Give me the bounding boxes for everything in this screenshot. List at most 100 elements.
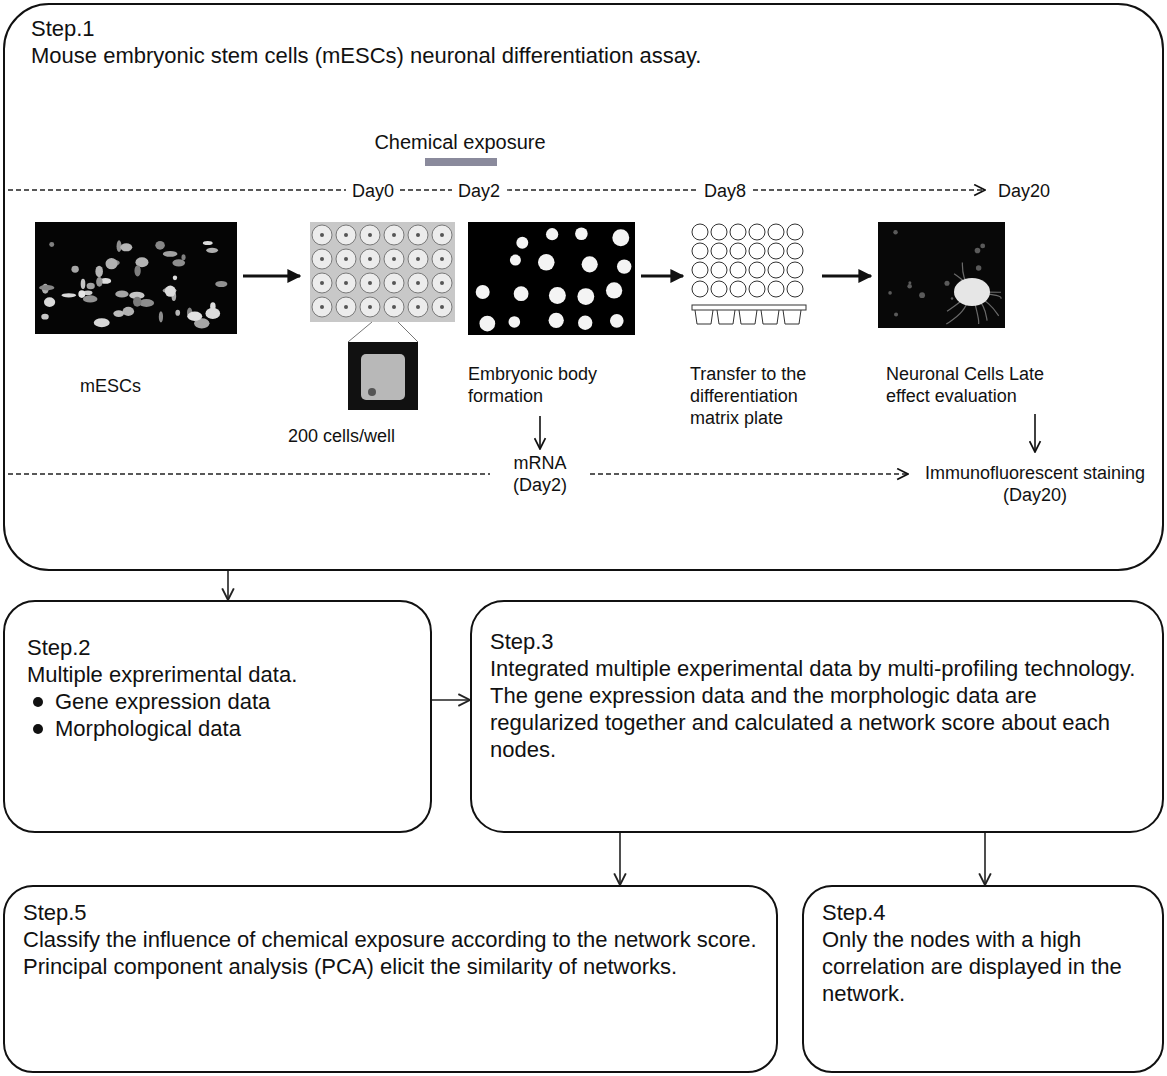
mesc-cell	[133, 297, 141, 307]
well-cell	[320, 305, 324, 309]
well	[312, 249, 332, 269]
timeline-dash	[400, 189, 452, 190]
step-text: Only the nodes with a high correlation a…	[822, 926, 1144, 1007]
zoom-line	[348, 322, 372, 342]
label-slot: 200 cells/well	[288, 425, 428, 447]
matrix-well	[787, 281, 803, 297]
embryoid-body	[582, 256, 598, 272]
neuron-dot	[888, 291, 892, 295]
neuron-soma	[954, 278, 990, 306]
embryoid-bodies	[476, 227, 632, 331]
well	[312, 225, 332, 245]
step-title: Step.3	[490, 628, 1144, 655]
caption-label: Chemical exposure	[340, 130, 580, 154]
mesc-cell	[163, 251, 178, 257]
embryoid-body	[546, 228, 558, 240]
caption-label: Immunofluorescent staining (Day20)	[915, 462, 1155, 506]
well	[336, 249, 356, 269]
well	[384, 225, 404, 245]
timeline-dash	[507, 189, 698, 190]
neuron-dot	[951, 297, 954, 300]
well	[384, 249, 404, 269]
label-slot: Transfer to the differentiation matrix p…	[690, 363, 840, 429]
mesc-cell	[39, 285, 54, 291]
well-cell	[320, 281, 324, 285]
embryoid-body	[476, 285, 490, 299]
exposure-bar	[425, 158, 497, 166]
well-plate-wells	[312, 225, 452, 317]
step-text: Gene expression data	[27, 688, 408, 715]
mesc-cell	[106, 258, 118, 269]
well	[432, 249, 452, 269]
mesc-cell	[81, 279, 86, 289]
well	[312, 297, 332, 317]
matrix-well	[749, 262, 765, 278]
embryoid-body	[549, 313, 564, 328]
matrix-well	[711, 243, 727, 259]
well-cell	[416, 281, 420, 285]
mesc-cell	[123, 307, 135, 316]
well-cell	[392, 281, 396, 285]
matrix-well	[749, 243, 765, 259]
embryoid-body	[509, 316, 521, 328]
caption-label: mRNA (Day2)	[495, 452, 585, 496]
neuron-dot	[907, 284, 912, 289]
well-cell	[320, 233, 324, 237]
plate-photo	[348, 342, 418, 410]
mesc-cell	[215, 281, 227, 287]
step-text: Multiple exprerimental data.	[27, 661, 408, 688]
well	[408, 225, 428, 245]
mesc-cell	[71, 266, 78, 273]
well-cell	[368, 305, 372, 309]
well	[408, 297, 428, 317]
label-slot: Neuronal Cells Late effect evaluation	[886, 363, 1072, 407]
embryoid-body	[479, 316, 495, 332]
step-text: Principal component analysis (PCA) elici…	[23, 953, 758, 980]
matrix-well	[730, 224, 746, 240]
step-text: The gene expression data and the morphol…	[490, 682, 1144, 763]
label-slot: mESCs	[80, 375, 180, 397]
embryoid-body	[577, 288, 594, 305]
well-cell	[344, 305, 348, 309]
well-cell	[344, 257, 348, 261]
well-cell	[440, 257, 444, 261]
timeline-label: Day0	[352, 180, 398, 202]
mesc-cell	[187, 311, 202, 320]
plate-photo-dot	[368, 388, 376, 396]
neuron-dot	[944, 281, 949, 286]
process-arrow	[822, 275, 871, 278]
plate-photo-body	[361, 354, 405, 400]
mesc-cell	[96, 277, 102, 287]
mesc-cell	[173, 275, 177, 280]
process-box: Step.2Multiple exprerimental data.Gene e…	[3, 600, 432, 833]
label-slot: Day8	[704, 180, 750, 202]
label-slot: Chemical exposure	[340, 130, 580, 154]
mesc-cell	[206, 248, 218, 253]
step-title: Step.5	[23, 899, 758, 926]
caption-label: Embryonic body formation	[468, 363, 648, 407]
matrix-well	[730, 262, 746, 278]
mesc-cell	[61, 293, 76, 297]
matrix-cup	[695, 310, 713, 324]
mesc-cell	[49, 242, 54, 247]
mesc-cell	[87, 283, 95, 290]
mesc-cell	[175, 310, 180, 316]
label-slot: mRNA (Day2)	[495, 452, 585, 496]
step-title: Step.1	[31, 15, 1136, 42]
timeline-label: Day20	[998, 180, 1058, 202]
embryoid-body	[612, 229, 629, 246]
mesc-cells	[39, 240, 227, 328]
label-slot: Day2	[458, 180, 504, 202]
mesc-cell	[205, 308, 220, 319]
mesc-cell	[181, 254, 185, 260]
well	[336, 273, 356, 293]
label-slot: Embryonic body formation	[468, 363, 648, 407]
well-cell	[440, 281, 444, 285]
well-cell	[416, 233, 420, 237]
step-title: Step.4	[822, 899, 1144, 926]
mesc-image	[35, 222, 237, 334]
matrix-well	[692, 243, 708, 259]
matrix-well	[749, 281, 765, 297]
